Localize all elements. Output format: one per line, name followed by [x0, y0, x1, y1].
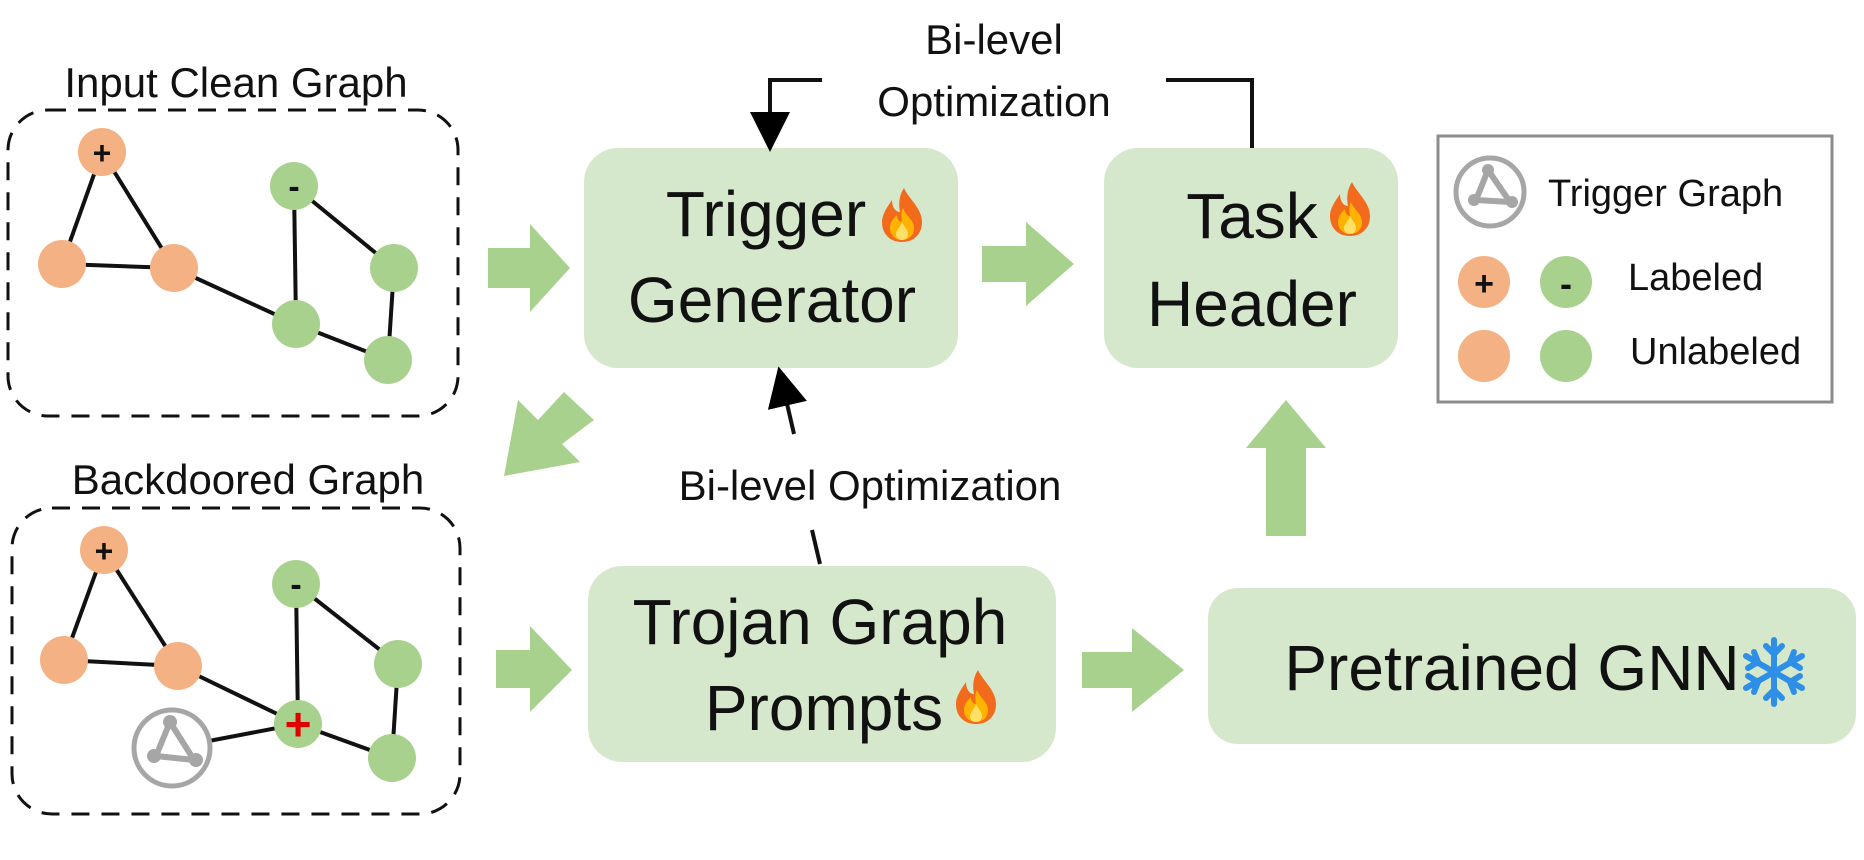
clean-graph-edges: [60, 150, 396, 362]
labeled-negative-node: [272, 560, 320, 608]
bilevel-top-line1: Bi-level: [925, 16, 1063, 63]
plus-mark: +: [93, 135, 112, 171]
bilevel-middle-tail: [810, 529, 822, 565]
unlabeled-orange-node: [150, 244, 198, 292]
input-clean-graph-frame: [6, 108, 460, 418]
arrow-backdoored-to-prompts: [496, 626, 572, 712]
legend-labeled-negative-node: [1540, 256, 1592, 308]
unlabeled-green-node: [368, 734, 416, 782]
flipped-plus-mark: +: [285, 698, 312, 750]
backdoored-graph-frame: [10, 506, 462, 816]
plus-mark: +: [95, 533, 114, 569]
unlabeled-green-node: [370, 244, 418, 292]
bilevel-loop-left-arrow: [750, 78, 822, 152]
legend-trigger-graph-label: Trigger Graph: [1548, 173, 1783, 215]
arrow-clean-to-generator: [488, 224, 570, 312]
arrow-prompts-to-gnn: [1082, 628, 1184, 712]
legend-minus-mark: -: [1560, 263, 1572, 304]
attacked-target-node: [274, 700, 322, 748]
legend-unlabeled-label: Unlabeled: [1630, 331, 1801, 373]
trojan-graph-prompts-line1: Trojan Graph: [633, 586, 1008, 658]
minus-mark: -: [290, 566, 301, 604]
trigger-graph-icon: [131, 707, 213, 789]
task-header-line2: Header: [1147, 268, 1357, 340]
bilevel-top-line2: Optimization: [877, 78, 1110, 125]
legend-unlabeled-green-node: [1540, 330, 1592, 382]
backdoored-graph-title: Backdoored Graph: [72, 456, 425, 503]
bilevel-middle-arrow: [767, 366, 807, 435]
unlabeled-green-node: [272, 300, 320, 348]
trigger-generator-box: [584, 148, 958, 368]
legend-unlabeled-orange-node: [1458, 330, 1510, 382]
arrow-generator-to-backdoored: [504, 392, 594, 476]
backdoored-graph-nodes: [40, 526, 422, 782]
unlabeled-green-node: [364, 336, 412, 384]
unlabeled-orange-node: [38, 240, 86, 288]
labeled-negative-node: [270, 162, 318, 210]
task-header-box: [1104, 148, 1398, 368]
unlabeled-green-node: [374, 640, 422, 688]
legend-labeled-label: Labeled: [1628, 257, 1763, 299]
arrow-generator-to-task: [982, 222, 1074, 306]
unlabeled-orange-node: [40, 636, 88, 684]
legend-trigger-graph-icon: [1453, 155, 1527, 229]
task-header-line1: Task: [1186, 180, 1319, 252]
bilevel-middle-label: Bi-level Optimization: [679, 462, 1062, 509]
backdoored-graph-edges: [62, 548, 400, 760]
pretrained-gnn-box: [1208, 588, 1856, 744]
trojan-graph-prompts-line2: Prompts: [705, 672, 943, 744]
snowflake-icon: [1743, 637, 1805, 707]
pretrained-gnn-label: Pretrained GNN: [1284, 632, 1739, 704]
green-flow-arrows: [488, 222, 1326, 712]
legend-labeled-positive-node: [1458, 256, 1510, 308]
input-clean-graph-title: Input Clean Graph: [64, 59, 407, 106]
minus-mark: -: [288, 168, 299, 206]
labeled-positive-node: [78, 128, 126, 176]
legend-plus-mark: +: [1474, 265, 1494, 303]
labeled-positive-node: [80, 526, 128, 574]
trigger-generator-line1: Trigger: [666, 178, 866, 250]
arrow-gnn-to-task: [1246, 400, 1326, 536]
clean-graph-nodes: [38, 128, 418, 384]
bilevel-loop-right: [1166, 78, 1254, 148]
trojan-graph-prompts-box: [588, 566, 1056, 762]
unlabeled-orange-node: [154, 642, 202, 690]
trigger-generator-line2: Generator: [628, 264, 916, 336]
